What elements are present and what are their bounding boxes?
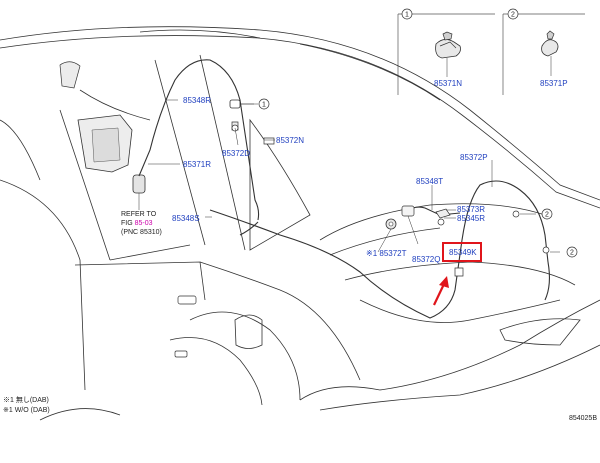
label-85372q: 85372Q xyxy=(412,255,440,264)
washer-reservoir-icon xyxy=(59,61,133,173)
callout-2-lower: 2 xyxy=(566,246,578,258)
inset-2-number: 2 xyxy=(511,12,515,19)
washer-pump-icon xyxy=(132,174,146,210)
inset-1: 1 85371N xyxy=(397,8,495,95)
footnote-2: ※1 W/O (DAB) xyxy=(3,407,50,414)
callout-2-lower-number: 2 xyxy=(570,250,574,257)
hose-clip-85345r xyxy=(437,218,445,226)
footnote-1: ※1 無し(DAB) xyxy=(3,395,49,404)
label-85348s: 85348S xyxy=(172,214,200,223)
callout-2-upper-number: 2 xyxy=(545,212,549,219)
label-85345r: 85345R xyxy=(457,214,485,223)
label-85372n: 85372N xyxy=(276,136,304,145)
hose-joint-85372t xyxy=(385,218,397,230)
diagram-id: 854025B xyxy=(569,415,597,422)
vehicle-body-outline xyxy=(0,26,600,421)
hose-clip-85349k xyxy=(454,267,464,277)
refer-fig-link: 85-03 xyxy=(135,220,153,227)
label-85348r: 85348R xyxy=(183,96,211,105)
clip-85371p-icon xyxy=(541,30,559,76)
label-85372t: ※1 85372T xyxy=(366,249,407,258)
clip-85371n-icon xyxy=(435,31,461,77)
inset-2-part-label: 85371P xyxy=(540,79,568,88)
callout-1-number: 1 xyxy=(262,102,266,109)
leader-lines xyxy=(148,99,560,253)
hose-clip-85372q xyxy=(401,205,415,217)
callout-2-upper: 2 xyxy=(541,208,553,220)
red-arrow-icon xyxy=(433,276,449,306)
label-85349k: 85349K xyxy=(449,248,477,257)
refer-line-2: FIG 85-03 xyxy=(121,220,153,227)
hose-clip-85372p xyxy=(512,210,550,254)
callout-1-main: 1 xyxy=(240,98,270,110)
inset-2: 2 85371P xyxy=(502,8,585,95)
inset-1-part-label: 85371N xyxy=(434,79,462,88)
refer-to-note: REFER TO FIG 85-03 (PNC 85310) xyxy=(121,211,162,236)
refer-line-1: REFER TO xyxy=(121,211,157,218)
inset-1-number: 1 xyxy=(405,12,409,19)
hose-clip-85372n xyxy=(263,137,275,145)
label-85372d: 85372D xyxy=(222,149,250,158)
label-85371r: 85371R xyxy=(183,160,211,169)
label-85348t: 85348T xyxy=(416,177,443,186)
highlight-box-85349k xyxy=(442,242,482,262)
hose-clip-85372d xyxy=(229,99,241,132)
label-85373r: 85373R xyxy=(457,205,485,214)
refer-line-3: (PNC 85310) xyxy=(121,229,162,236)
hose-clip-85373r xyxy=(435,208,451,219)
label-85372p: 85372P xyxy=(460,153,488,162)
